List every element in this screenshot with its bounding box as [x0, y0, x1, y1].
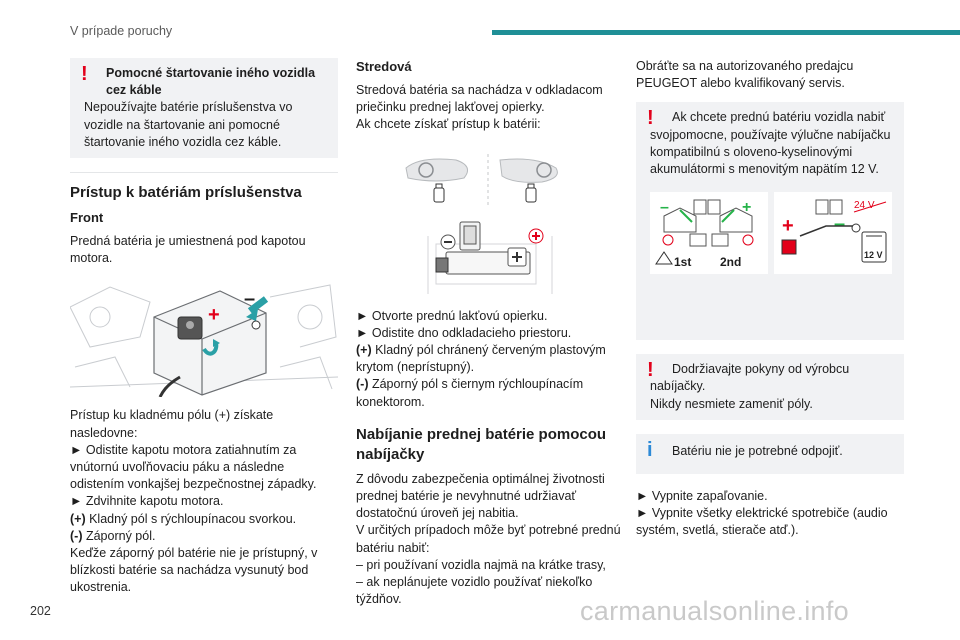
negative-label: (-): [70, 528, 83, 543]
warning-icon: !: [647, 107, 654, 130]
section-heading-charging: Nabíjanie prednej batérie pomocou nabíja…: [356, 425, 607, 463]
subheading-central: Stredová: [356, 59, 412, 74]
step-raise-hood: ► Zdvihnite kapotu motora.: [70, 494, 224, 509]
positive-label: (+): [70, 511, 86, 526]
fig-first-label: 1st: [674, 255, 691, 269]
positive-terminal-line-central: (+) Kladný pól chránený červeným plastov…: [356, 342, 624, 376]
warning-title: Pomocné štartovanie iného vozidla cez ká…: [106, 66, 316, 98]
step-unlock-floor: ► Odistite dno odkladacieho priestoru.: [356, 325, 572, 340]
step-open-armrest: ► Otvorte prednú lakťovú opierku.: [356, 308, 548, 323]
negative-label-central: (-): [356, 377, 369, 392]
polarity-warning-line-2: Nikdy nesmiete zameniť póly.: [650, 396, 813, 411]
positive-label-central: (+): [356, 343, 372, 358]
page-number: 202: [30, 604, 51, 618]
front-battery-illustration: + –: [70, 284, 338, 398]
fig-minus-label: –: [244, 288, 255, 310]
polarity-warning-line-1: Dodržiavajte pokyny od výrobcu nabíjačky…: [650, 362, 850, 394]
column-1: ! Pomocné štartovanie iného vozidla cez …: [70, 58, 338, 597]
warning-box-charger: ! Ak chcete prednú batériu vozidla nabiť…: [636, 102, 904, 341]
charging-text-1: Z dôvodu zabezpečenia optimálnej životno…: [356, 471, 605, 521]
charging-text-2: V určitých prípadoch môže byť potrebné p…: [356, 523, 621, 555]
negative-text: Záporný pól.: [82, 528, 156, 543]
positive-terminal-line: (+) Kladný pól s rýchloupínacou svorkou.: [70, 511, 338, 528]
step-unlock-hood: ► Odistite kapotu motora zatiahnutím za …: [70, 442, 317, 492]
column-3: Obráťte sa na autorizovaného predajcu PE…: [636, 58, 904, 540]
warning-text: Nepoužívajte batérie príslušenstva vo vo…: [84, 100, 293, 149]
positive-text-central: Kladný pól chránený červeným plastovým k…: [356, 343, 606, 375]
subheading-front: Front: [70, 210, 104, 226]
step-ignition-off: ► Vypnite zapaľovanie.: [636, 489, 768, 504]
dealer-text: Obráťte sa na autorizovaného predajcu PE…: [636, 59, 854, 91]
front-battery-text: Predná batéria je umiestnená pod kapotou…: [70, 234, 306, 266]
warning-box-jumpstart: ! Pomocné štartovanie iného vozidla cez …: [70, 58, 338, 159]
fig-second-label: 2nd: [720, 255, 741, 269]
header-accent-bar: [492, 30, 960, 35]
charging-case-short-trips: – pri používaní vozidla najmä na krátke …: [356, 557, 606, 572]
fig-12v-label: 12 V: [864, 250, 883, 260]
step-consumers-off: ► Vypnite všetky elektrické spotrebiče (…: [636, 506, 888, 538]
negative-text-central: Záporný pól s čiernym rýchloupínacím kon…: [356, 377, 584, 409]
section-divider: Prístup k batériám príslušenstva: [70, 172, 338, 203]
svg-text:+: +: [742, 199, 751, 216]
svg-text:+: +: [782, 215, 794, 237]
central-battery-illustration: [405, 153, 558, 294]
info-icon: i: [647, 438, 653, 461]
warning-icon: !: [647, 359, 654, 382]
warning-box-polarity: ! Dodržiavajte pokyny od výrobcu nabíjač…: [636, 354, 904, 420]
svg-text:–: –: [834, 213, 845, 235]
charger-connection-diagram: – + 1st 2nd 24 V + – 12 V: [650, 192, 892, 275]
svg-text:–: –: [660, 199, 669, 216]
fig-plus-label: +: [208, 304, 220, 326]
negative-terminal-line: (-) Záporný pól.: [70, 528, 338, 545]
column-2: Stredová Stredová batéria sa nachádza v …: [356, 58, 624, 608]
charging-case-unused: – ak neplánujete vozidlo používať niekoľ…: [356, 575, 593, 607]
positive-text: Kladný pól s rýchloupínacou svorkou.: [85, 511, 297, 526]
section-title: V prípade poruchy: [70, 24, 173, 38]
central-access-intro: Ak chcete získať prístup k batérii:: [356, 117, 541, 132]
info-text: Batériu nie je potrebné odpojiť.: [672, 443, 843, 458]
charger-warning-text: Ak chcete prednú batériu vozidla nabiť s…: [650, 110, 891, 177]
ground-point-text: Keďže záporný pól batérie nie je prístup…: [70, 546, 318, 595]
section-heading-accessory-batteries: Prístup k batériám príslušenstva: [70, 184, 302, 202]
fig-24v-label: 24 V: [854, 200, 875, 211]
central-battery-text: Stredová batéria sa nachádza v odkladaco…: [356, 83, 603, 115]
negative-terminal-line-central: (-) Záporný pól s čiernym rýchloupínacím…: [356, 376, 624, 410]
access-intro-text: Prístup ku kladnému pólu (+) získate nas…: [70, 408, 274, 440]
info-box-no-disconnect: i Batériu nie je potrebné odpojiť.: [636, 433, 904, 475]
warning-icon: !: [81, 63, 88, 85]
watermark: carmanualsonline.info: [580, 596, 849, 626]
